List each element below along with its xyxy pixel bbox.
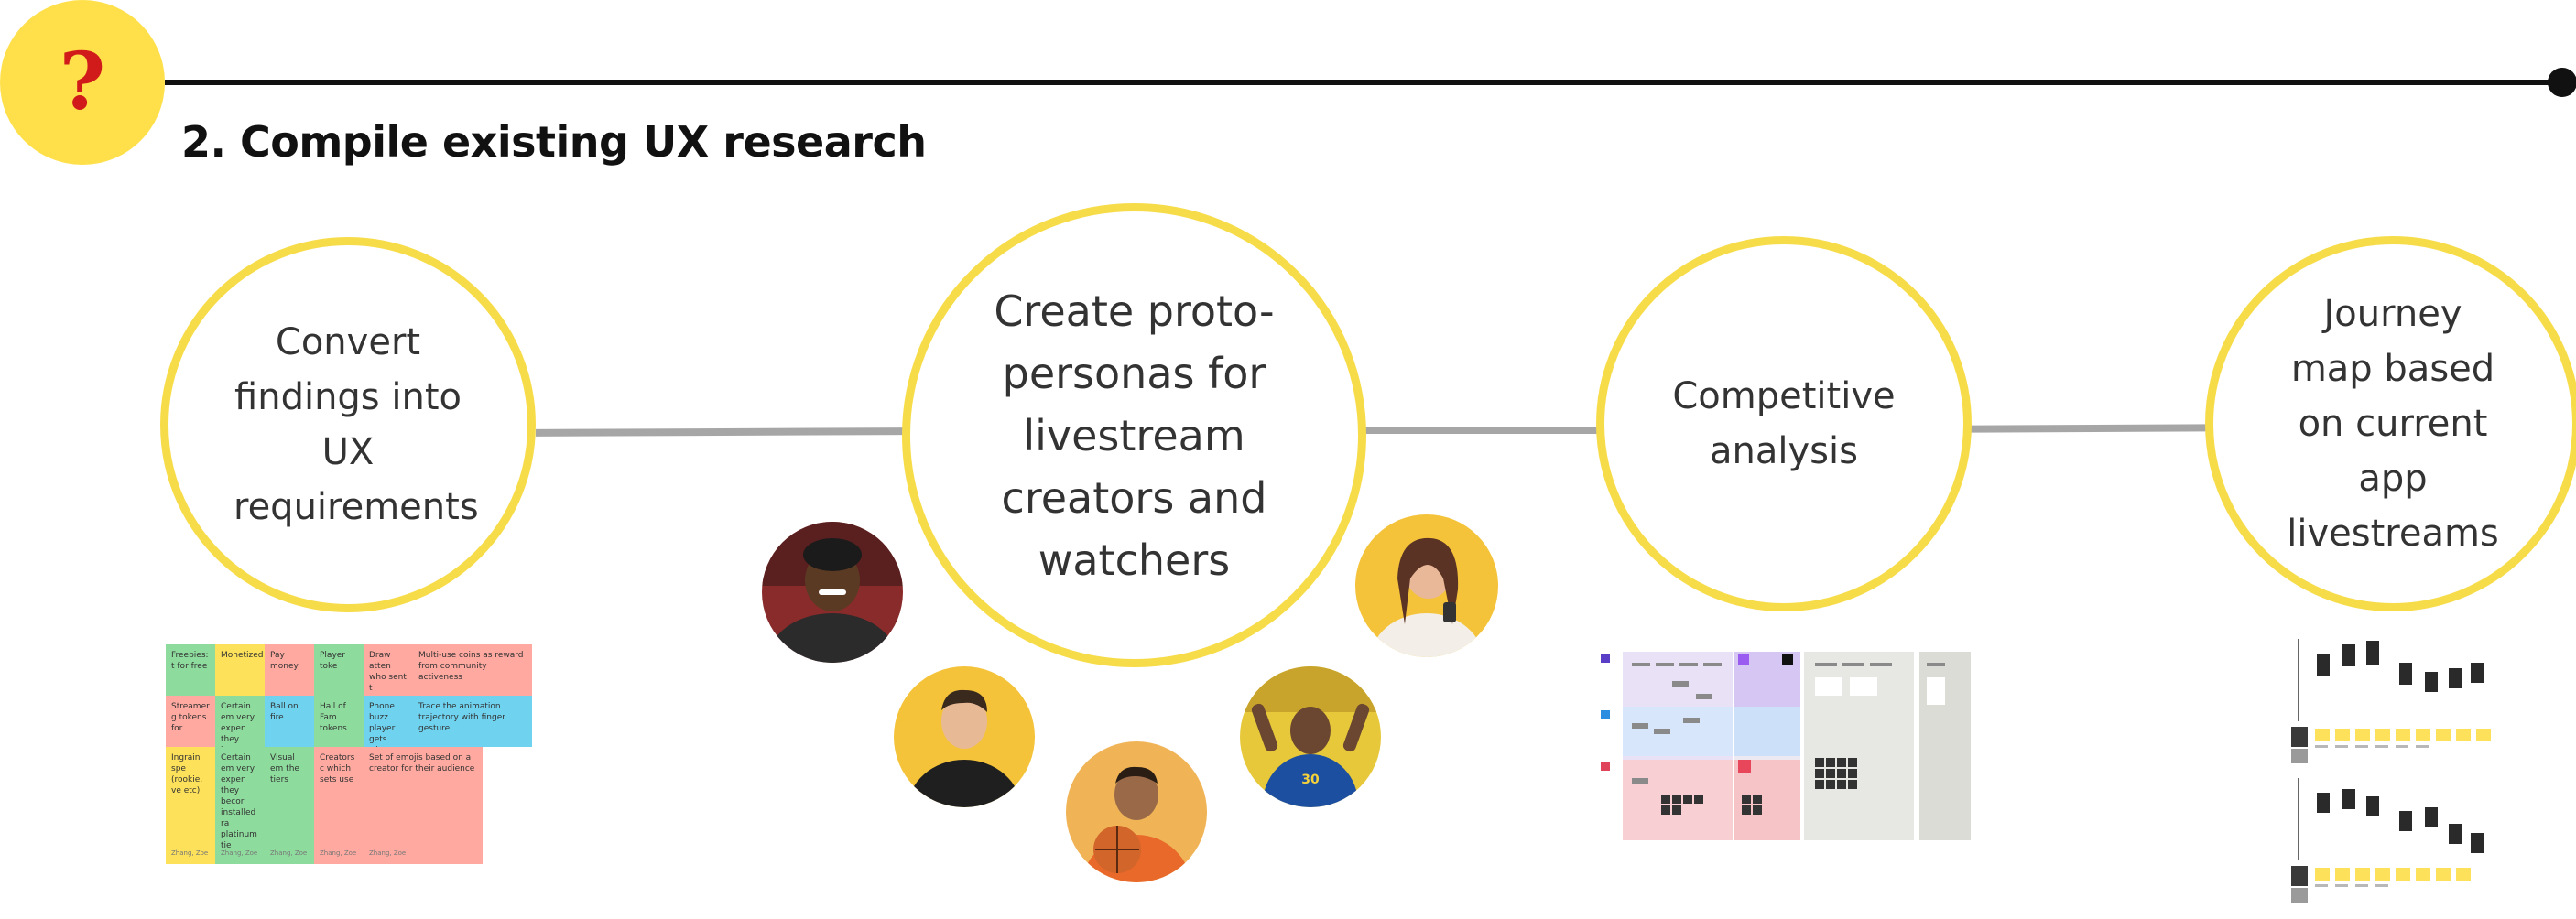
sticky-note: Trace the animation trajectory with fing… [413, 696, 532, 747]
timeline-end-dot [2548, 68, 2576, 97]
sticky-note: Pay money [265, 644, 314, 696]
sticky-note: Ingrain spe (rookie, ve etc)Zhang, Zoe [166, 747, 215, 864]
step-label: Journey map based on current app livestr… [2287, 293, 2499, 555]
question-mark-icon: ? [59, 36, 106, 128]
step-convert-findings: Convert findings into UX requirements [160, 237, 536, 612]
person-icon [894, 666, 1035, 807]
step-competitive-analysis: Competitive analysis [1596, 236, 1972, 611]
sticky-note: Phone buzz player gets when ball g [364, 696, 413, 747]
sticky-signature: Zhang, Zoe [369, 849, 407, 857]
step-label: Create proto-personas for livestream cre… [994, 286, 1275, 585]
journey-map-thumbnail [2288, 632, 2498, 919]
step-label: Competitive analysis [1672, 375, 1896, 472]
person-icon [762, 522, 903, 663]
question-badge: ? [0, 0, 165, 165]
sticky-note: Monetized [215, 644, 265, 696]
step-label: Convert findings into UX requirements [234, 321, 479, 528]
connector-2-3 [1363, 427, 1601, 434]
persona-avatar-1 [762, 522, 903, 663]
sticky-signature: Zhang, Zoe [270, 849, 308, 857]
sticky-signature: Zhang, Zoe [171, 849, 209, 857]
sticky-signature: Zhang, Zoe [221, 849, 258, 857]
competitive-analysis-board [1595, 641, 1973, 842]
person-icon: 30 [1240, 666, 1381, 807]
timeline-line [165, 80, 2562, 85]
connector-3-4 [1966, 424, 2208, 433]
sticky-note: Freebies: t for free [166, 644, 215, 696]
persona-avatar-3 [894, 666, 1035, 807]
step-proto-personas: Create proto-personas for livestream cre… [902, 203, 1366, 667]
step-journey-map: Journey map based on current app livestr… [2205, 236, 2576, 611]
sticky-note: Ball on fire [265, 696, 314, 747]
sticky-note: Multi-use coins as reward from community… [413, 644, 532, 696]
sticky-signature: Zhang, Zoe [320, 849, 357, 857]
person-icon [1355, 514, 1498, 657]
connector-1-2 [535, 427, 908, 437]
sticky-note: Hall of Fam tokens [314, 696, 364, 747]
sticky-note: Set of emojis based on a creator for the… [364, 747, 483, 864]
person-icon [1066, 741, 1207, 882]
section-title: 2. Compile existing UX research [181, 117, 927, 167]
sticky-note: Certain em very expen they becor [215, 696, 265, 747]
persona-avatar-2 [1355, 514, 1498, 657]
svg-text:30: 30 [1301, 773, 1320, 787]
sticky-note: Certain em very expen they becor install… [215, 747, 265, 864]
journey-map-board [2288, 632, 2498, 919]
sticky-note: Streamer g tokens for [166, 696, 215, 747]
persona-avatar-4: 30 [1240, 666, 1381, 807]
persona-avatar-5 [1066, 741, 1207, 882]
sticky-note: Player toke [314, 644, 364, 696]
sticky-note: Draw atten who sent t [364, 644, 413, 696]
competitive-analysis-thumbnail [1595, 641, 1973, 842]
